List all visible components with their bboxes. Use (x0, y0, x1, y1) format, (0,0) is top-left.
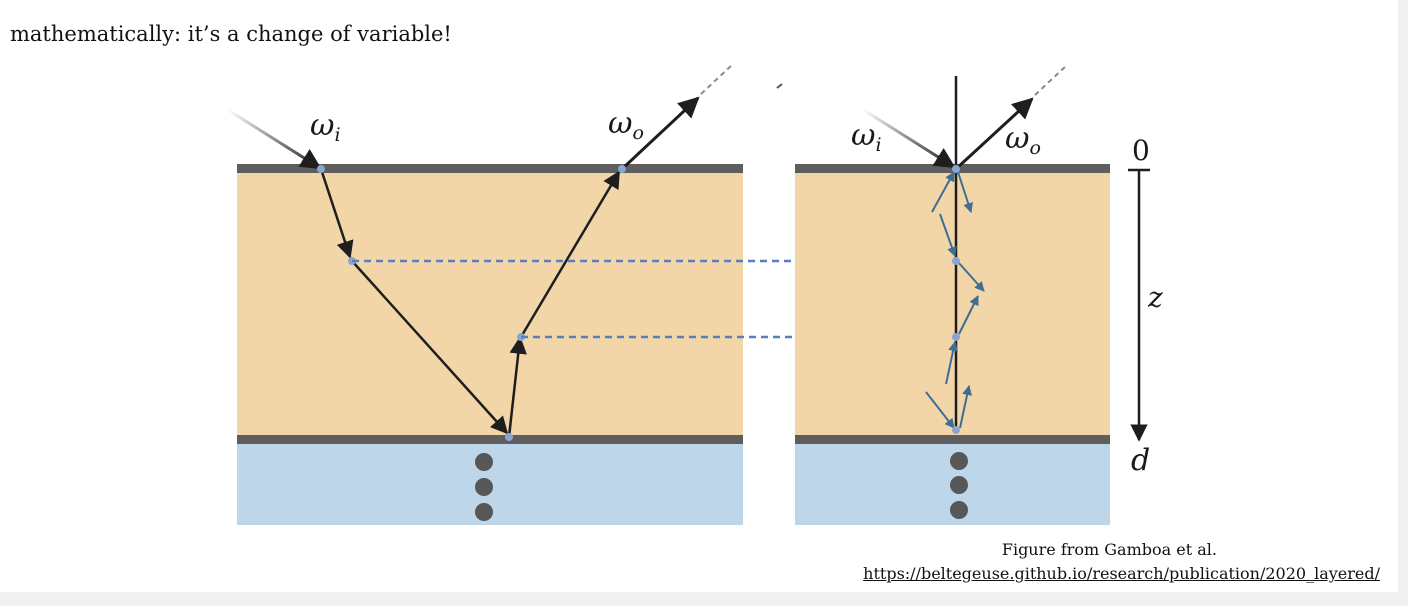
right-continuation-dot (950, 501, 968, 519)
right-bottom-interface (795, 435, 1110, 444)
caption-url-link[interactable]: https://beltegeuse.github.io/research/pu… (863, 564, 1380, 583)
caption-credit: Figure from Gamboa et al. (1001, 540, 1217, 559)
right-omega-i-label: ωi (851, 118, 882, 156)
left-vertex (317, 165, 325, 173)
depth-z-label: z (1147, 281, 1163, 314)
right-panel: ωi ωo (795, 65, 1110, 525)
left-layer (237, 170, 743, 438)
scatter-arrow (958, 295, 979, 335)
left-bottom-interface (237, 435, 743, 444)
left-vertex (618, 165, 626, 173)
right-vertex (952, 165, 960, 173)
right-outgoing-ray-tail (1034, 65, 1067, 96)
left-omega-o-label: ωo (608, 106, 644, 144)
depth-d-label: d (1131, 443, 1150, 478)
right-incident-ray (861, 107, 956, 169)
right-omega-o-label: ωo (1005, 121, 1041, 159)
scatter-arrow (925, 391, 955, 429)
left-continuation-dot (475, 453, 493, 471)
depth-zero-label: 0 (1132, 134, 1150, 167)
scatter-arrow (957, 171, 973, 213)
left-omega-i-label: ωi (310, 108, 341, 146)
left-continuation-dot (475, 478, 493, 496)
slide-page: mathematically: it’s a change of variabl… (0, 0, 1398, 592)
intro-text: mathematically: it’s a change of variabl… (10, 22, 452, 46)
scatter-arrow (945, 341, 959, 385)
right-outgoing-ray (955, 97, 1034, 170)
right-vertex (952, 426, 960, 434)
scatter-arrow (959, 385, 973, 429)
right-continuation-dot (950, 476, 968, 494)
figure-caption: Figure from Gamboa et al. https://belteg… (863, 538, 1380, 586)
left-vertex (505, 433, 513, 441)
left-top-interface (237, 164, 743, 173)
right-scatter-arrows (925, 171, 985, 429)
left-continuation-dot (475, 503, 493, 521)
right-vertex (952, 257, 960, 265)
right-layer (795, 170, 1110, 438)
scatter-arrow (931, 171, 955, 213)
stray-mark (776, 83, 783, 89)
left-panel: ωi ωo (227, 64, 783, 525)
left-incident-ray (227, 108, 322, 170)
scatter-arrow (957, 261, 985, 292)
left-outgoing-ray-tail (700, 64, 733, 95)
depth-axis: 0 z d (1128, 134, 1163, 478)
left-path-segment-3 (507, 336, 527, 438)
left-outgoing-ray (620, 96, 700, 171)
scatter-arrow (939, 213, 957, 257)
right-continuation-dot (950, 452, 968, 470)
right-vertex (952, 333, 960, 341)
left-path-segment-4 (519, 170, 621, 338)
left-path-segment-1 (319, 168, 354, 259)
left-path-segment-2 (351, 260, 509, 435)
layered-material-figure: ωi ωo (227, 64, 1163, 525)
